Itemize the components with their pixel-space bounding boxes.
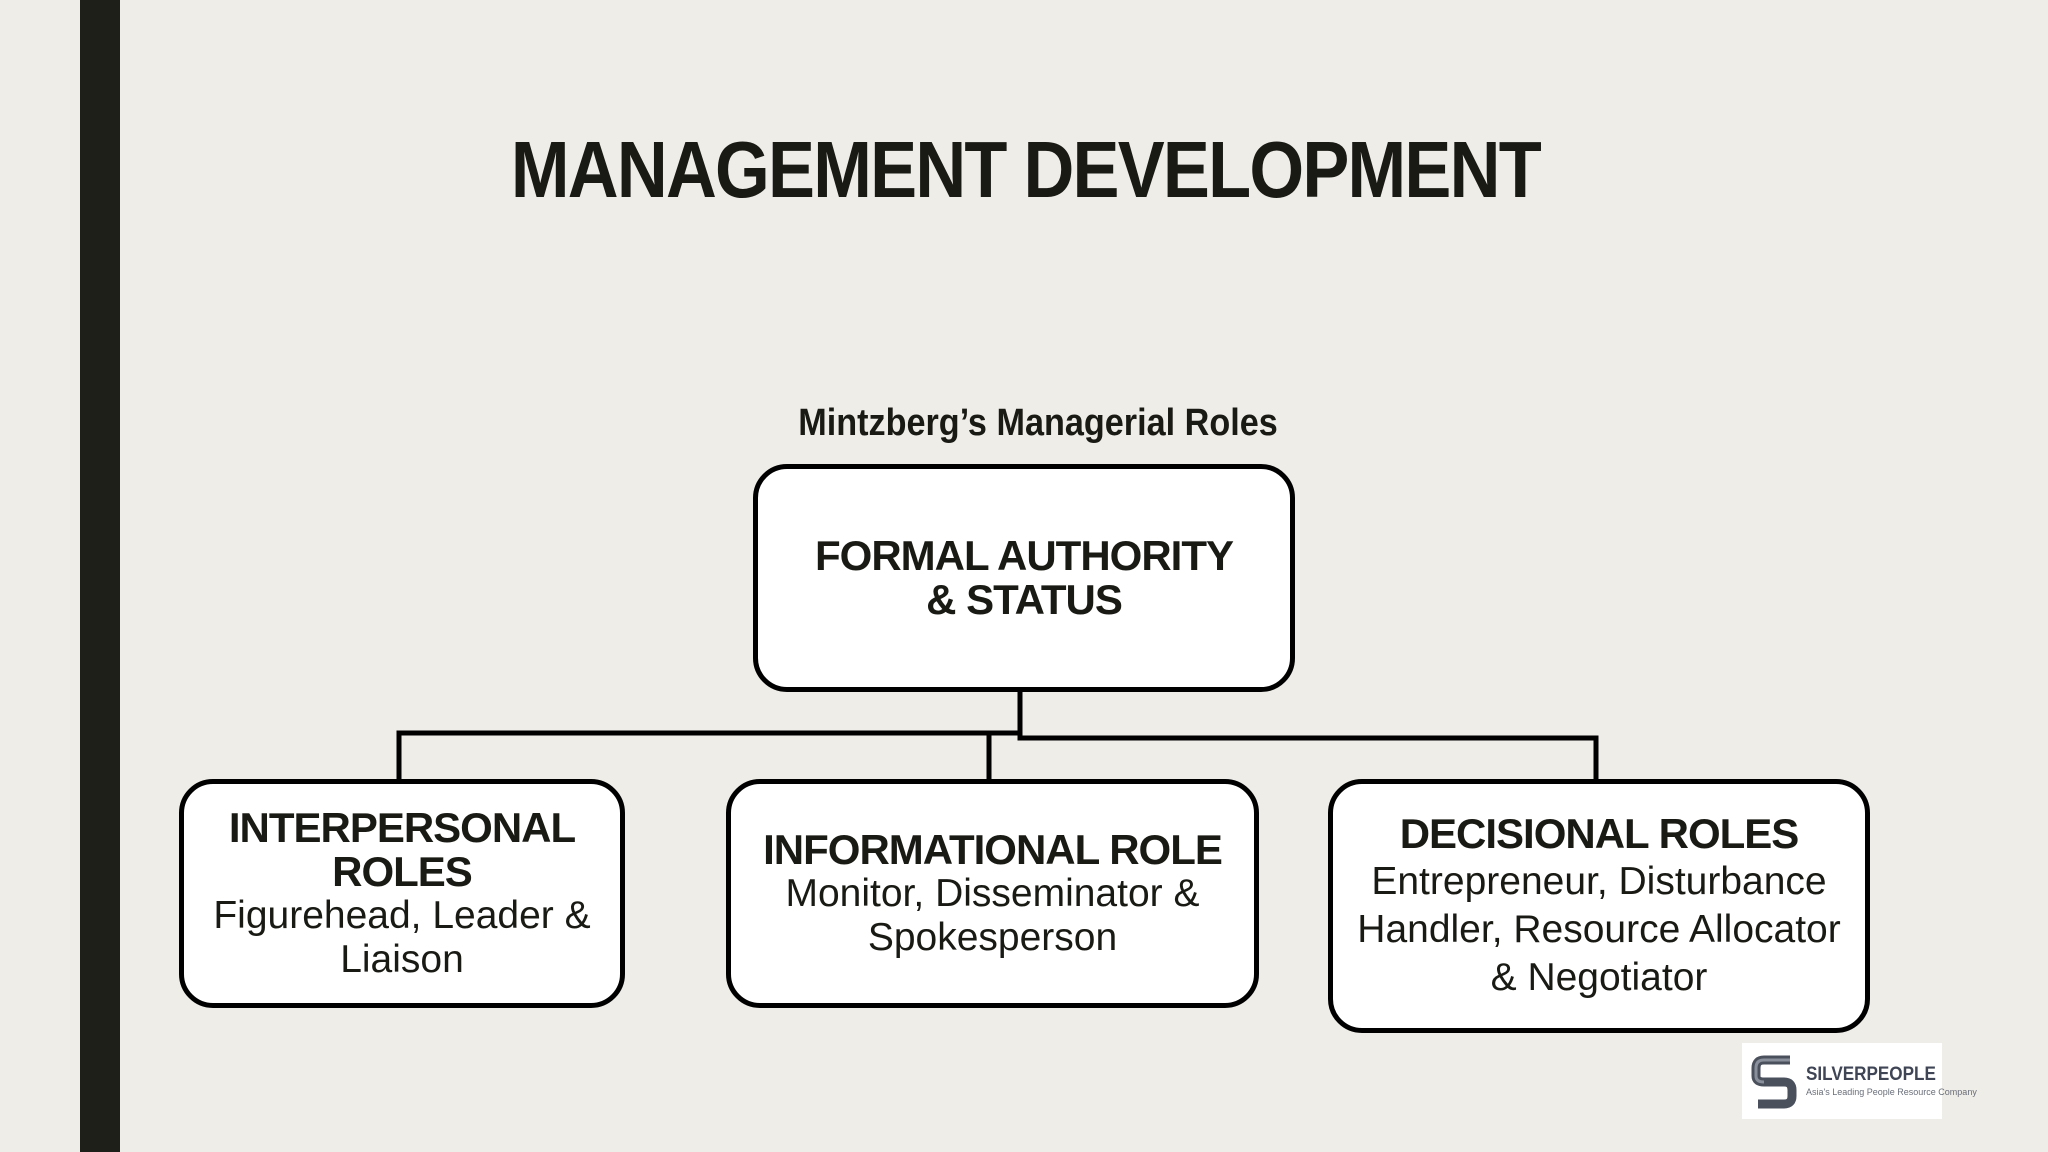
- node-informational-role: INFORMATIONAL ROLE Monitor, Disseminator…: [726, 779, 1259, 1008]
- node-heading: INTERPERSONAL ROLES: [228, 803, 576, 895]
- node-body: Monitor, Disseminator & Spokesperson: [785, 871, 1200, 959]
- node-heading: FORMAL AUTHORITY & STATUS: [815, 532, 1234, 623]
- left-accent-bar: [80, 0, 120, 1152]
- node-decisional-roles: DECISIONAL ROLES Entrepreneur, Disturban…: [1328, 779, 1870, 1033]
- logo-tagline: Asia's Leading People Resource Company: [1806, 1087, 1977, 1097]
- silverpeople-s-icon: [1751, 1055, 1797, 1109]
- slide-title: MANAGEMENT DEVELOPMENT: [510, 125, 1542, 214]
- node-body: Entrepreneur, Disturbance Handler, Resou…: [1357, 860, 1841, 999]
- node-formal-authority: FORMAL AUTHORITY & STATUS: [753, 464, 1295, 692]
- logo-text: SILVERPEOPLE Asia's Leading People Resou…: [1806, 1064, 1977, 1098]
- diagram-title: Mintzberg’s Managerial Roles: [798, 402, 1278, 444]
- logo-name: SILVERPEOPLE: [1806, 1064, 1936, 1085]
- node-heading: INFORMATIONAL ROLE: [763, 825, 1223, 873]
- silverpeople-logo: SILVERPEOPLE Asia's Leading People Resou…: [1742, 1043, 1977, 1119]
- node-heading: DECISIONAL ROLES: [1399, 810, 1800, 857]
- node-interpersonal-roles: INTERPERSONAL ROLES Figurehead, Leader &…: [179, 779, 625, 1008]
- node-body: Figurehead, Leader & Liaison: [213, 893, 591, 981]
